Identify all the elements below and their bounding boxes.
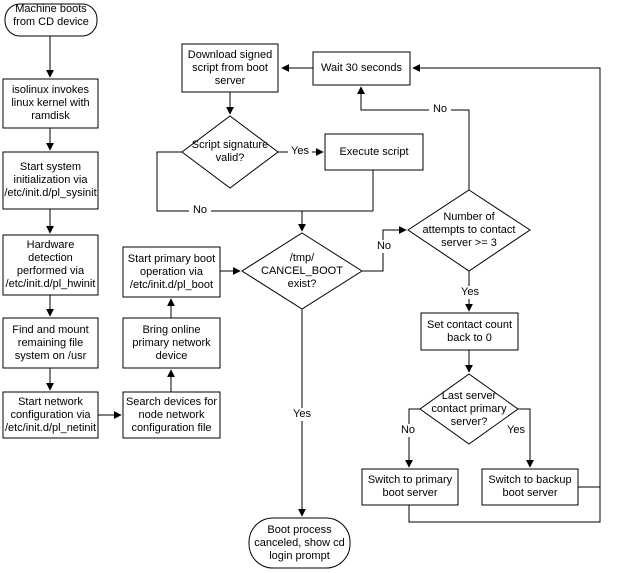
attempts-diamond-shape: [407, 189, 531, 272]
execute-box-shape: [324, 133, 424, 171]
start-terminator-shape: [4, 3, 98, 37]
isolinux-box-shape: [2, 78, 99, 129]
edge-label-sig-yes: Yes: [288, 145, 312, 158]
swprimary-box-shape: [361, 468, 459, 506]
edge-label-cancel-yes: Yes: [290, 408, 314, 421]
netinit-box-shape: [2, 391, 99, 439]
edge-label-last-no: No: [397, 424, 419, 437]
edge-lastserver-no-primary: [405, 408, 420, 468]
edge-label-last-yes: Yes: [504, 424, 528, 437]
sysinit-box-shape: [2, 151, 99, 210]
node-shapes: [2, 3, 579, 569]
swbackup-box-shape: [481, 468, 579, 506]
end-terminator-shape: [248, 517, 351, 569]
setcount-box-shape: [420, 312, 519, 351]
wait30-box-shape: [312, 51, 411, 86]
edge-loop-wait: [408, 64, 601, 523]
download-box-shape: [181, 43, 279, 93]
edge-sigvalid-no: [156, 151, 373, 212]
bring-box-shape: [122, 317, 221, 369]
connectors: [46, 36, 601, 523]
cancelboot-diamond-shape: [241, 232, 363, 310]
plboot-box-shape: [122, 246, 221, 298]
sigvalid-diamond-shape: [181, 115, 279, 189]
search-box-shape: [122, 391, 221, 439]
hwinit-box-shape: [2, 234, 99, 296]
edge-lastserver-yes-backup: [518, 408, 534, 468]
findmount-box-shape: [2, 317, 99, 369]
edge-label-sig-no: No: [189, 204, 211, 217]
lastserver-diamond-shape: [419, 373, 519, 445]
edge-label-attempts-yes: Yes: [458, 286, 482, 299]
edge-label-cancel-no: No: [373, 240, 395, 253]
edge-attempts-no-wait: [357, 86, 470, 190]
edge-label-attempts-no: No: [429, 103, 451, 116]
